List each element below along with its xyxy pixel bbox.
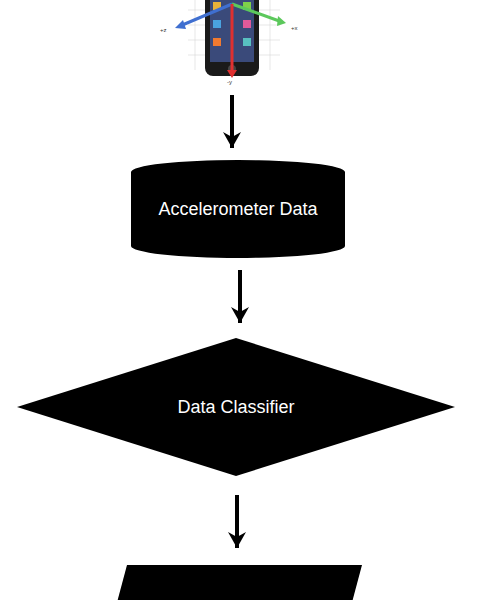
data-store-cylinder-fill bbox=[131, 160, 345, 258]
axis-label: -y bbox=[227, 79, 232, 85]
flow-arrow bbox=[230, 95, 234, 148]
app-icon bbox=[243, 20, 251, 28]
z-axis-head bbox=[175, 20, 186, 29]
axis-label: +z bbox=[160, 27, 167, 33]
output-parallelogram bbox=[115, 565, 362, 600]
phone-illustration bbox=[175, 0, 286, 78]
z-axis bbox=[180, 4, 232, 26]
decision-diamond-fill bbox=[17, 338, 455, 476]
node-label: Data Classifier bbox=[17, 338, 455, 476]
x-axis bbox=[232, 4, 282, 22]
data-store-cylinder: Accelerometer Data bbox=[131, 160, 345, 258]
app-icon bbox=[243, 38, 251, 46]
y-axis bbox=[231, 4, 234, 72]
app-icon bbox=[213, 20, 221, 28]
flow-arrow bbox=[238, 270, 242, 323]
flow-arrow bbox=[235, 495, 239, 548]
node-label: Accelerometer Data bbox=[131, 160, 345, 258]
app-icon bbox=[213, 38, 221, 46]
axis-label: +x bbox=[291, 25, 298, 31]
y-axis-head bbox=[227, 70, 237, 78]
x-axis-head bbox=[277, 16, 286, 26]
decision-diamond: Data Classifier bbox=[17, 338, 455, 476]
